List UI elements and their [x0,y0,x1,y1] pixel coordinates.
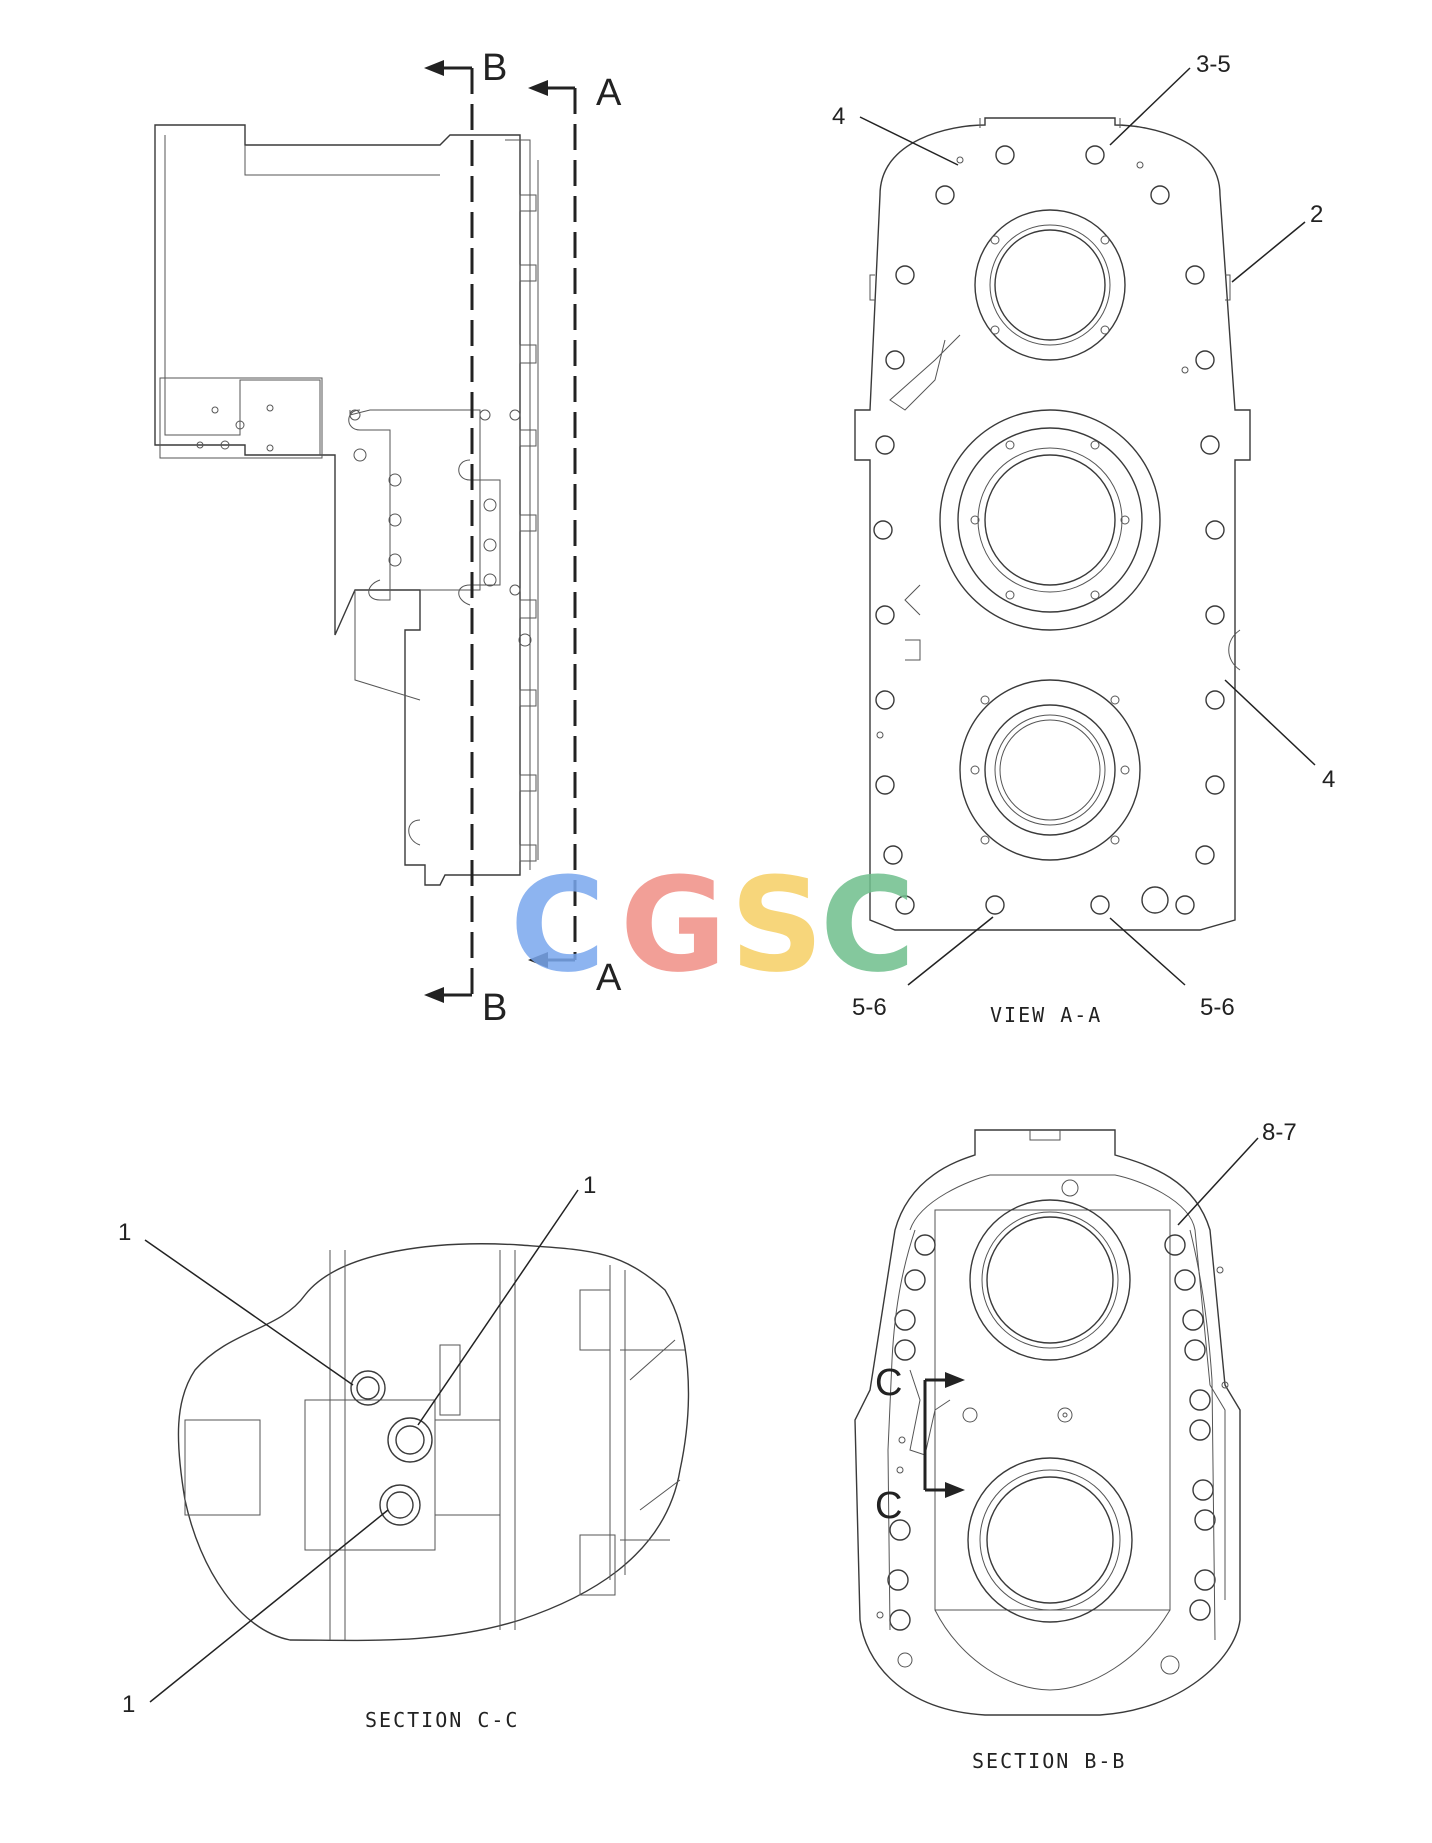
section-c-bottom-label: C [875,1485,902,1527]
section-a-top-label: A [596,72,622,114]
view-a-a [854,117,1251,931]
section-b-top-label: B [482,47,507,89]
leader-4-top [859,116,959,166]
callout-3-5: 3-5 [1196,51,1231,78]
callout-4-right: 4 [1322,766,1335,793]
leader-5-6-right [1109,917,1186,986]
leader-3-5 [1109,67,1191,146]
svg-text:C: C [510,849,605,1001]
leader-1-left [144,1239,354,1386]
svg-text:G: G [620,849,727,1001]
leader-4-right [1224,679,1316,766]
section-b-b [854,1129,1241,1716]
leader-8-7 [1177,1137,1259,1226]
leader-1-bottom [149,1509,389,1703]
callout-1-bottom: 1 [122,1691,135,1718]
section-line-a [528,80,577,968]
watermark-logo: C G S C [510,849,915,1001]
svg-text:C: C [820,849,915,1001]
section-c-c-caption: SECTION C-C [365,1708,519,1732]
callout-4-top: 4 [832,103,845,130]
section-a-bottom-label: A [596,957,622,999]
section-c-c [177,1243,690,1642]
section-b-bottom-label: B [482,987,507,1029]
leader-2 [1231,221,1306,283]
section-line-c [923,1372,965,1498]
svg-text:S: S [730,849,824,1001]
callout-1-top: 1 [583,1172,596,1199]
callout-2: 2 [1310,201,1323,228]
view-a-a-caption: VIEW A-A [990,1003,1102,1027]
leader-5-6-left [907,916,994,986]
section-b-b-caption: SECTION B-B [972,1749,1126,1773]
side-view [154,124,539,886]
section-c-top-label: C [875,1362,902,1404]
callout-5-6-left: 5-6 [852,994,887,1021]
callout-8-7: 8-7 [1262,1119,1297,1146]
callout-1-left: 1 [118,1219,131,1246]
callout-5-6-right: 5-6 [1200,994,1235,1021]
section-line-b [424,60,474,1003]
leader-1-top [417,1189,579,1426]
